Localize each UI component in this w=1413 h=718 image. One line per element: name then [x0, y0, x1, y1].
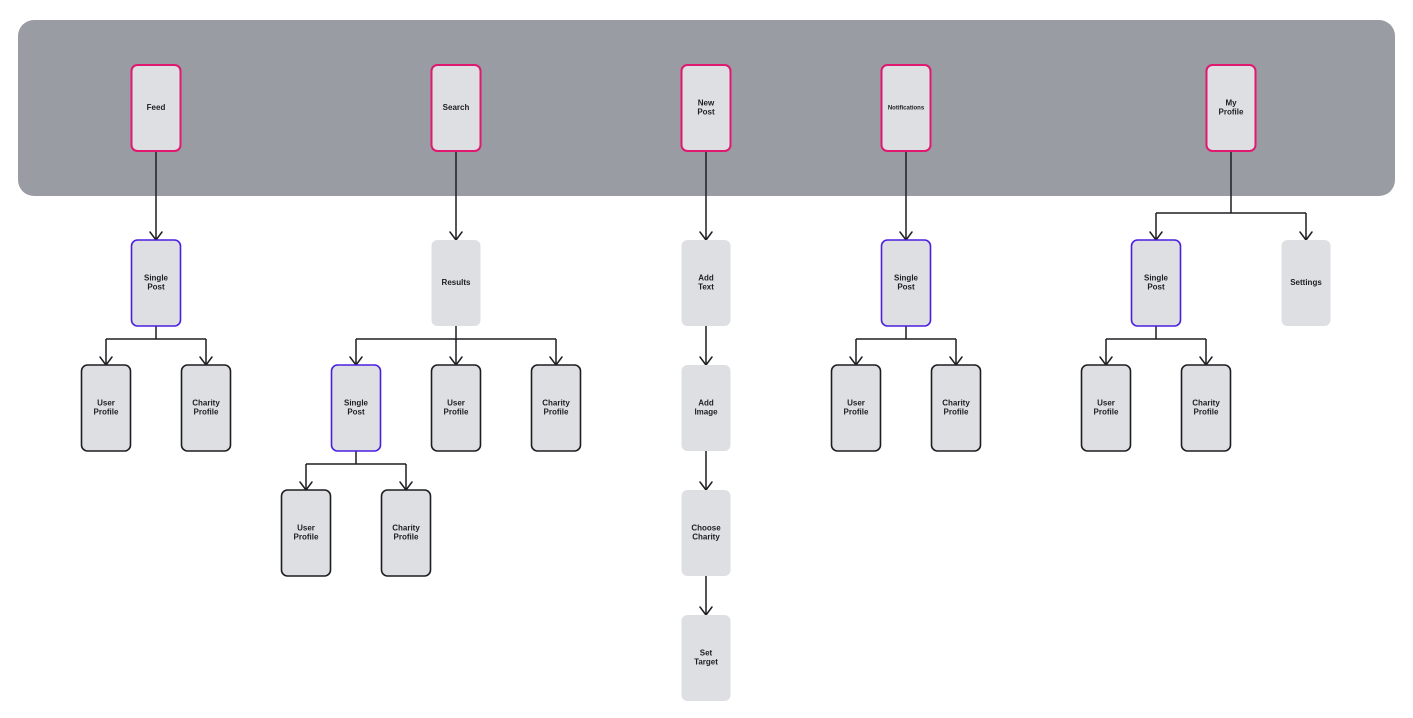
choose-charity-label-line-2: Charity	[692, 533, 720, 542]
profile-single-post-label-line-1: Single	[1144, 274, 1169, 283]
add-text-label-line-1: Add	[698, 274, 714, 283]
profile-charity-profile-box	[1180, 364, 1232, 452]
feed-single-post-label-line-2: Post	[147, 283, 165, 292]
tab-search-label: Search	[443, 103, 470, 112]
feed-charity-profile-label-line-2: Profile	[194, 408, 219, 417]
search-user-profile-box	[430, 364, 482, 452]
tab-new-post-label-line-2: Post	[697, 108, 715, 117]
tab-feed[interactable]: Feed	[130, 64, 182, 152]
tab-new-post-label-line-1: New	[698, 99, 715, 108]
feed-user-profile-box	[80, 364, 132, 452]
search-post-user-profile-label-line-1: User	[297, 524, 315, 533]
feed-user-profile-label-line-1: User	[97, 399, 115, 408]
search-charity-profile-label-line-1: Charity	[542, 399, 570, 408]
profile-single-post-label-line-2: Post	[1147, 283, 1165, 292]
profile-charity-profile-label-line-1: Charity	[1192, 399, 1220, 408]
tab-my-profile-label-line-1: My	[1225, 99, 1237, 108]
search-single-post-label-line-2: Post	[347, 408, 365, 417]
add-image-box	[681, 365, 731, 451]
notif-charity-profile-label-line-1: Charity	[942, 399, 970, 408]
profile-user-profile-label-line-1: User	[1097, 399, 1115, 408]
search-post-charity-profile-label-line-2: Profile	[394, 533, 419, 542]
notif-user-profile-label-line-2: Profile	[844, 408, 869, 417]
tab-new-post-box	[680, 64, 732, 152]
search-post-user-profile-box	[280, 489, 332, 577]
feed-single-post-label-line-1: Single	[144, 274, 169, 283]
profile-settings-box	[1281, 240, 1331, 326]
tab-notifications-label: Notifications	[888, 106, 925, 112]
add-text-box	[681, 240, 731, 326]
profile-settings-label: Settings	[1290, 278, 1322, 287]
notif-single-post-box	[880, 239, 932, 327]
profile-charity-profile-label-line-2: Profile	[1194, 408, 1219, 417]
tab-my-profile-label-line-2: Profile	[1219, 108, 1244, 117]
tab-search-box	[430, 64, 482, 152]
add-image-label-line-1: Add	[698, 399, 714, 408]
tab-my-profile-box	[1205, 64, 1257, 152]
tab-notifications[interactable]: Notifications	[880, 64, 932, 152]
search-charity-profile-label-line-2: Profile	[544, 408, 569, 417]
add-image-label-line-2: Image	[694, 408, 718, 417]
feed-user-profile-label-line-2: Profile	[94, 408, 119, 417]
search-results[interactable]: Results	[431, 240, 481, 326]
tab-search[interactable]: Search	[430, 64, 482, 152]
profile-user-profile-label-line-2: Profile	[1094, 408, 1119, 417]
search-user-profile-label-line-1: User	[447, 399, 465, 408]
profile-settings[interactable]: Settings	[1281, 240, 1331, 326]
tab-feed-label: Feed	[147, 103, 166, 112]
set-target-box	[681, 615, 731, 701]
feed-charity-profile-label-line-1: Charity	[192, 399, 220, 408]
search-user-profile-label-line-2: Profile	[444, 408, 469, 417]
notif-user-profile-box	[830, 364, 882, 452]
search-post-charity-profile-label-line-1: Charity	[392, 524, 420, 533]
notif-user-profile-label-line-1: User	[847, 399, 865, 408]
search-post-user-profile-label-line-2: Profile	[294, 533, 319, 542]
profile-user-profile-box	[1080, 364, 1132, 452]
notif-single-post-label-line-1: Single	[894, 274, 919, 283]
search-results-label: Results	[442, 278, 471, 287]
search-results-box	[431, 240, 481, 326]
feed-single-post-box	[130, 239, 182, 327]
choose-charity-label-line-1: Choose	[691, 524, 721, 533]
notif-single-post-label-line-2: Post	[897, 283, 915, 292]
notif-charity-profile-label-line-2: Profile	[944, 408, 969, 417]
set-target-label-line-1: Set	[700, 649, 713, 658]
add-text-label-line-2: Text	[698, 283, 714, 292]
set-target-label-line-2: Target	[694, 658, 718, 667]
search-single-post-label-line-1: Single	[344, 399, 369, 408]
feed-charity-profile-box	[180, 364, 232, 452]
profile-single-post-box	[1130, 239, 1182, 327]
tab-feed-box	[130, 64, 182, 152]
search-post-charity-profile-box	[380, 489, 432, 577]
search-charity-profile-box	[530, 364, 582, 452]
notif-charity-profile-box	[930, 364, 982, 452]
choose-charity-box	[681, 490, 731, 576]
tab-notifications-box	[880, 64, 932, 152]
search-single-post-box	[330, 364, 382, 452]
